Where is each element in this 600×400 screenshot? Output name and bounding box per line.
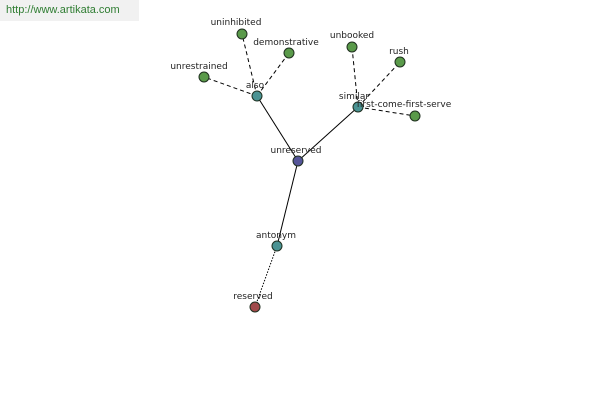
edge-unreserved-also [256,95,299,162]
node-antonym[interactable]: antonym [256,231,296,252]
node-label-unrestrained: unrestrained [170,62,227,72]
node-circle-similar[interactable] [352,101,364,113]
node-first-come-first-serve[interactable]: first-come-first-serve [357,100,452,122]
node-label-unreserved: unreserved [271,146,322,156]
edge-unreserved-similar [297,106,359,162]
node-circle-first-come-first-serve[interactable] [409,110,421,122]
node-uninhibited[interactable]: uninhibited [211,18,262,40]
node-reserved[interactable]: reserved [233,292,273,313]
node-label-demonstrative: demonstrative [253,38,319,48]
node-label-antonym: antonym [256,231,296,241]
node-label-reserved: reserved [233,292,273,302]
edge-also-unrestrained [203,76,258,97]
node-circle-rush[interactable] [394,56,406,68]
edges-layer [203,33,416,308]
node-label-uninhibited: uninhibited [211,18,262,28]
edge-similar-unbooked [351,46,359,108]
node-circle-unreserved[interactable] [292,155,304,167]
node-circle-unrestrained[interactable] [198,71,210,83]
node-label-also: also [246,81,265,91]
edge-unreserved-antonym [276,160,299,247]
edge-antonym-reserved [254,245,278,308]
nodes-layer: unreserved also similar antonym uninhibited d… [170,18,452,313]
edge-also-demonstrative [256,52,290,97]
node-circle-also[interactable] [251,90,263,102]
node-label-similar: similar [339,92,369,102]
node-similar[interactable]: similar [339,92,369,113]
node-unrestrained[interactable]: unrestrained [170,62,228,83]
node-unbooked[interactable]: unbooked [330,31,374,53]
node-also[interactable]: also [246,81,265,102]
node-circle-antonym[interactable] [271,240,283,252]
node-unreserved[interactable]: unreserved [271,146,322,167]
node-rush[interactable]: rush [389,47,409,68]
node-label-first-come-first-serve: first-come-first-serve [357,100,452,110]
node-label-rush: rush [389,47,409,57]
node-circle-uninhibited[interactable] [236,28,248,40]
edge-also-uninhibited [241,33,258,97]
node-circle-demonstrative[interactable] [283,47,295,59]
node-circle-unbooked[interactable] [346,41,358,53]
node-demonstrative[interactable]: demonstrative [253,38,319,59]
node-label-unbooked: unbooked [330,31,374,41]
node-circle-reserved[interactable] [249,301,261,313]
edge-similar-rush [357,61,401,108]
source-url-badge[interactable]: http://www.artikata.com [0,0,139,21]
edge-similar-first-come-first-serve [357,106,416,117]
